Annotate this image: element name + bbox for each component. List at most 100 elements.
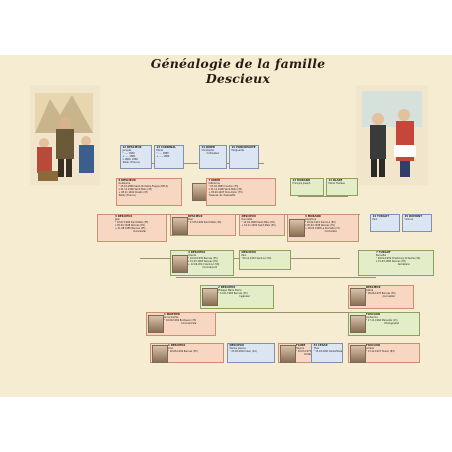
person-surname: 4 DESCIEUX xyxy=(188,251,206,254)
person-firstname: François Joseph xyxy=(292,181,311,185)
person-surname: 2 DESCIEUX xyxy=(218,286,236,289)
person-detail: ° 02.02.1910 Saint-Lô (50) xyxy=(305,220,336,224)
person-firstname: Henriette xyxy=(241,217,253,221)
person-surname: FOUCAUD xyxy=(366,313,381,316)
person-detail: + 08.11.1942 Rivallo (47) xyxy=(118,190,149,194)
person-occupation: Secrétaire xyxy=(397,262,410,266)
person-detail: Taillac (France) xyxy=(118,193,136,197)
person-surname: 13 MORAND xyxy=(292,179,311,182)
person-detail: ° 10.07.1906 Saint-Malo (35) xyxy=(115,220,149,224)
person-detail: + 12.06.2011 Saint-Lô (50) xyxy=(188,262,220,266)
person-firstname: Jacques xyxy=(122,148,132,152)
person-box[interactable]: 34 CESAR Théo ° 15.03.2001 Paris-Élisées… xyxy=(311,343,343,363)
person-occupation: Photographe xyxy=(384,321,400,325)
person-surname: 3 DESCIEUX xyxy=(115,215,133,218)
person-photo xyxy=(289,219,305,237)
connector-line xyxy=(176,277,376,278)
person-box[interactable]: 7 TURGOT Bernette ° 09.04.1939 Cherbourg… xyxy=(358,250,434,276)
person-firstname: Paul xyxy=(372,217,378,221)
person-detail: Tisseuse de chaussette xyxy=(208,193,236,197)
person-surname: 1 DESCIEUX xyxy=(168,344,186,347)
person-detail: °20.11.1932 Saint-Lô (50) xyxy=(241,256,272,260)
person-occupation: Journaliste xyxy=(382,294,395,298)
person-detail: + ..... 1869 xyxy=(156,154,170,158)
person-firstname: Théo xyxy=(313,346,320,350)
person-surname: 15 PONCREAUTE xyxy=(231,146,256,149)
person-detail: ° 16.09.1930 Rennes (35) xyxy=(188,256,218,260)
person-firstname: Paul xyxy=(188,217,193,221)
person-firstname: Guillaume xyxy=(118,181,131,185)
person-occupation: Commerciale xyxy=(181,321,197,325)
person-detail: x 21.11.1906 Saint-Malo (35) xyxy=(118,187,153,191)
person-surname: 13 CARDINAL xyxy=(156,146,176,149)
connector-line xyxy=(298,196,348,197)
person-detail: ° 16.06.1969 Bordeaux (33) xyxy=(164,318,197,322)
person-box[interactable]: 6 DESCIEUX Guillaume ° 15.10.1880 Saint-… xyxy=(116,178,182,206)
person-detail: + ..... 1881 xyxy=(122,154,136,158)
person-detail: x 15.03.1963 Rennes (35) xyxy=(376,259,406,263)
person-detail: + 05.09.1927 Pons-Kiron (75) xyxy=(208,190,243,194)
person-box[interactable]: 13 CARDINAL Marie ° ..... 1880 + ..... 1… xyxy=(154,145,184,169)
person-surname: 12 DESCIEUX xyxy=(122,146,142,149)
person-photo xyxy=(202,288,218,306)
person-detail: + 21.08.1985 Rennes (35) xyxy=(115,226,146,230)
person-box[interactable]: 1 DESCIEUX Lina ° 20.06.1999 Rennes (35) xyxy=(150,343,224,363)
person-box[interactable]: 3 DESCIEUX Jean ° 10.07.1906 Saint-Malo … xyxy=(97,214,167,242)
person-box[interactable]: 12 DESCIEUX Jacques ° ..... 1830 + .....… xyxy=(120,145,152,169)
person-detail: ° 23.06.2000 Caen (14) xyxy=(229,349,257,353)
person-surname: 7 DIRER xyxy=(208,179,221,182)
person-surname: DESCIEUX xyxy=(188,215,203,218)
person-surname: 6 DESCIEUX xyxy=(118,179,136,182)
person-photo xyxy=(280,345,296,363)
person-box[interactable]: 11 BLAZE Marie Thérèse xyxy=(326,178,358,196)
person-photo xyxy=(172,255,188,273)
person-detail: ° 20.03.1975 Caen (14) xyxy=(296,349,324,353)
person-firstname: Céline xyxy=(366,288,374,292)
person-occupation: Couturière xyxy=(324,229,337,233)
person-box[interactable]: 15 DUMONT Yvonne xyxy=(402,214,432,232)
person-detail: ° 15.10.1880 Saint-Christoly-Fragne (MH-… xyxy=(118,184,169,188)
person-detail: x 05.02.1928 Rennes (35) xyxy=(305,223,335,227)
person-surname: 15 DUMONT xyxy=(404,215,423,218)
person-box[interactable]: 13 MORAND François Joseph xyxy=(290,178,324,196)
person-firstname: Yvonne xyxy=(404,217,414,221)
person-detail: ° 03.02.1883 Coulion (33) xyxy=(208,184,239,188)
person-box[interactable]: 7 DIRER Catherine ° 03.02.1883 Coulion (… xyxy=(206,178,276,206)
person-photo xyxy=(350,345,366,363)
person-detail: ° 20.06.1999 Rennes (35) xyxy=(168,349,198,353)
left-illustration xyxy=(30,85,100,185)
person-occupation: Commerçant xyxy=(202,265,218,269)
person-surname: DESCIEUX xyxy=(241,215,257,218)
person-photo xyxy=(350,315,366,333)
page-title: Généalogie de la famille Descieux xyxy=(150,56,326,86)
person-surname: 7 TURGOT xyxy=(376,251,391,254)
person-detail: ° ..... 1830 xyxy=(122,151,135,155)
person-detail: Taillac (France) xyxy=(122,160,140,164)
person-surname: 14 TURGOT xyxy=(372,215,390,218)
person-box[interactable]: 14 TURGOT Paul xyxy=(370,214,400,232)
person-box[interactable]: DESCIEUX Henriette ° 12.04.1889 Saint-Ma… xyxy=(239,214,285,236)
person-firstname: Paul xyxy=(241,253,247,257)
connector-line xyxy=(176,312,376,313)
person-box[interactable]: 14 DIRER Christophe Cultivateur xyxy=(199,145,227,169)
person-occupation: Quincaillier xyxy=(133,229,147,233)
person-box[interactable]: DESCIEUX Paul °20.11.1932 Saint-Lô (50) xyxy=(239,250,291,270)
person-surname: FLORE xyxy=(296,344,306,347)
person-firstname: Catherine xyxy=(208,181,220,185)
person-surname: 11 BLAZE xyxy=(328,179,343,182)
right-illustration xyxy=(356,85,428,185)
person-firstname: Claude xyxy=(188,253,196,257)
person-surname: 34 CESAR xyxy=(313,344,328,347)
person-box[interactable]: DESCIEUX Marius Jeanne ° 23.06.2000 Caen… xyxy=(227,343,275,363)
person-box[interactable]: 15 PONCREAUTE Marguerite xyxy=(229,145,259,169)
person-detail: + 16.11.1952 Saint-Malo (35) xyxy=(241,223,276,227)
person-detail: x 21.11.1906 Saint-Malo (35) xyxy=(208,187,243,191)
person-firstname: Marius Jeanne xyxy=(229,346,246,350)
person-detail: ° 12.01.1965 Rennes (35) xyxy=(218,291,248,295)
person-detail: ° 06.06.1970 Rennes (35) xyxy=(366,291,396,295)
person-photo xyxy=(148,315,164,333)
person-surname: DESCIEUX xyxy=(366,286,381,289)
person-surname: 1 MORTIER xyxy=(164,313,180,316)
person-firstname: Joséphine xyxy=(305,217,317,221)
person-box[interactable]: FOUCAUD Amélie ° 13.12.1997 Toulon (83) xyxy=(348,343,420,363)
